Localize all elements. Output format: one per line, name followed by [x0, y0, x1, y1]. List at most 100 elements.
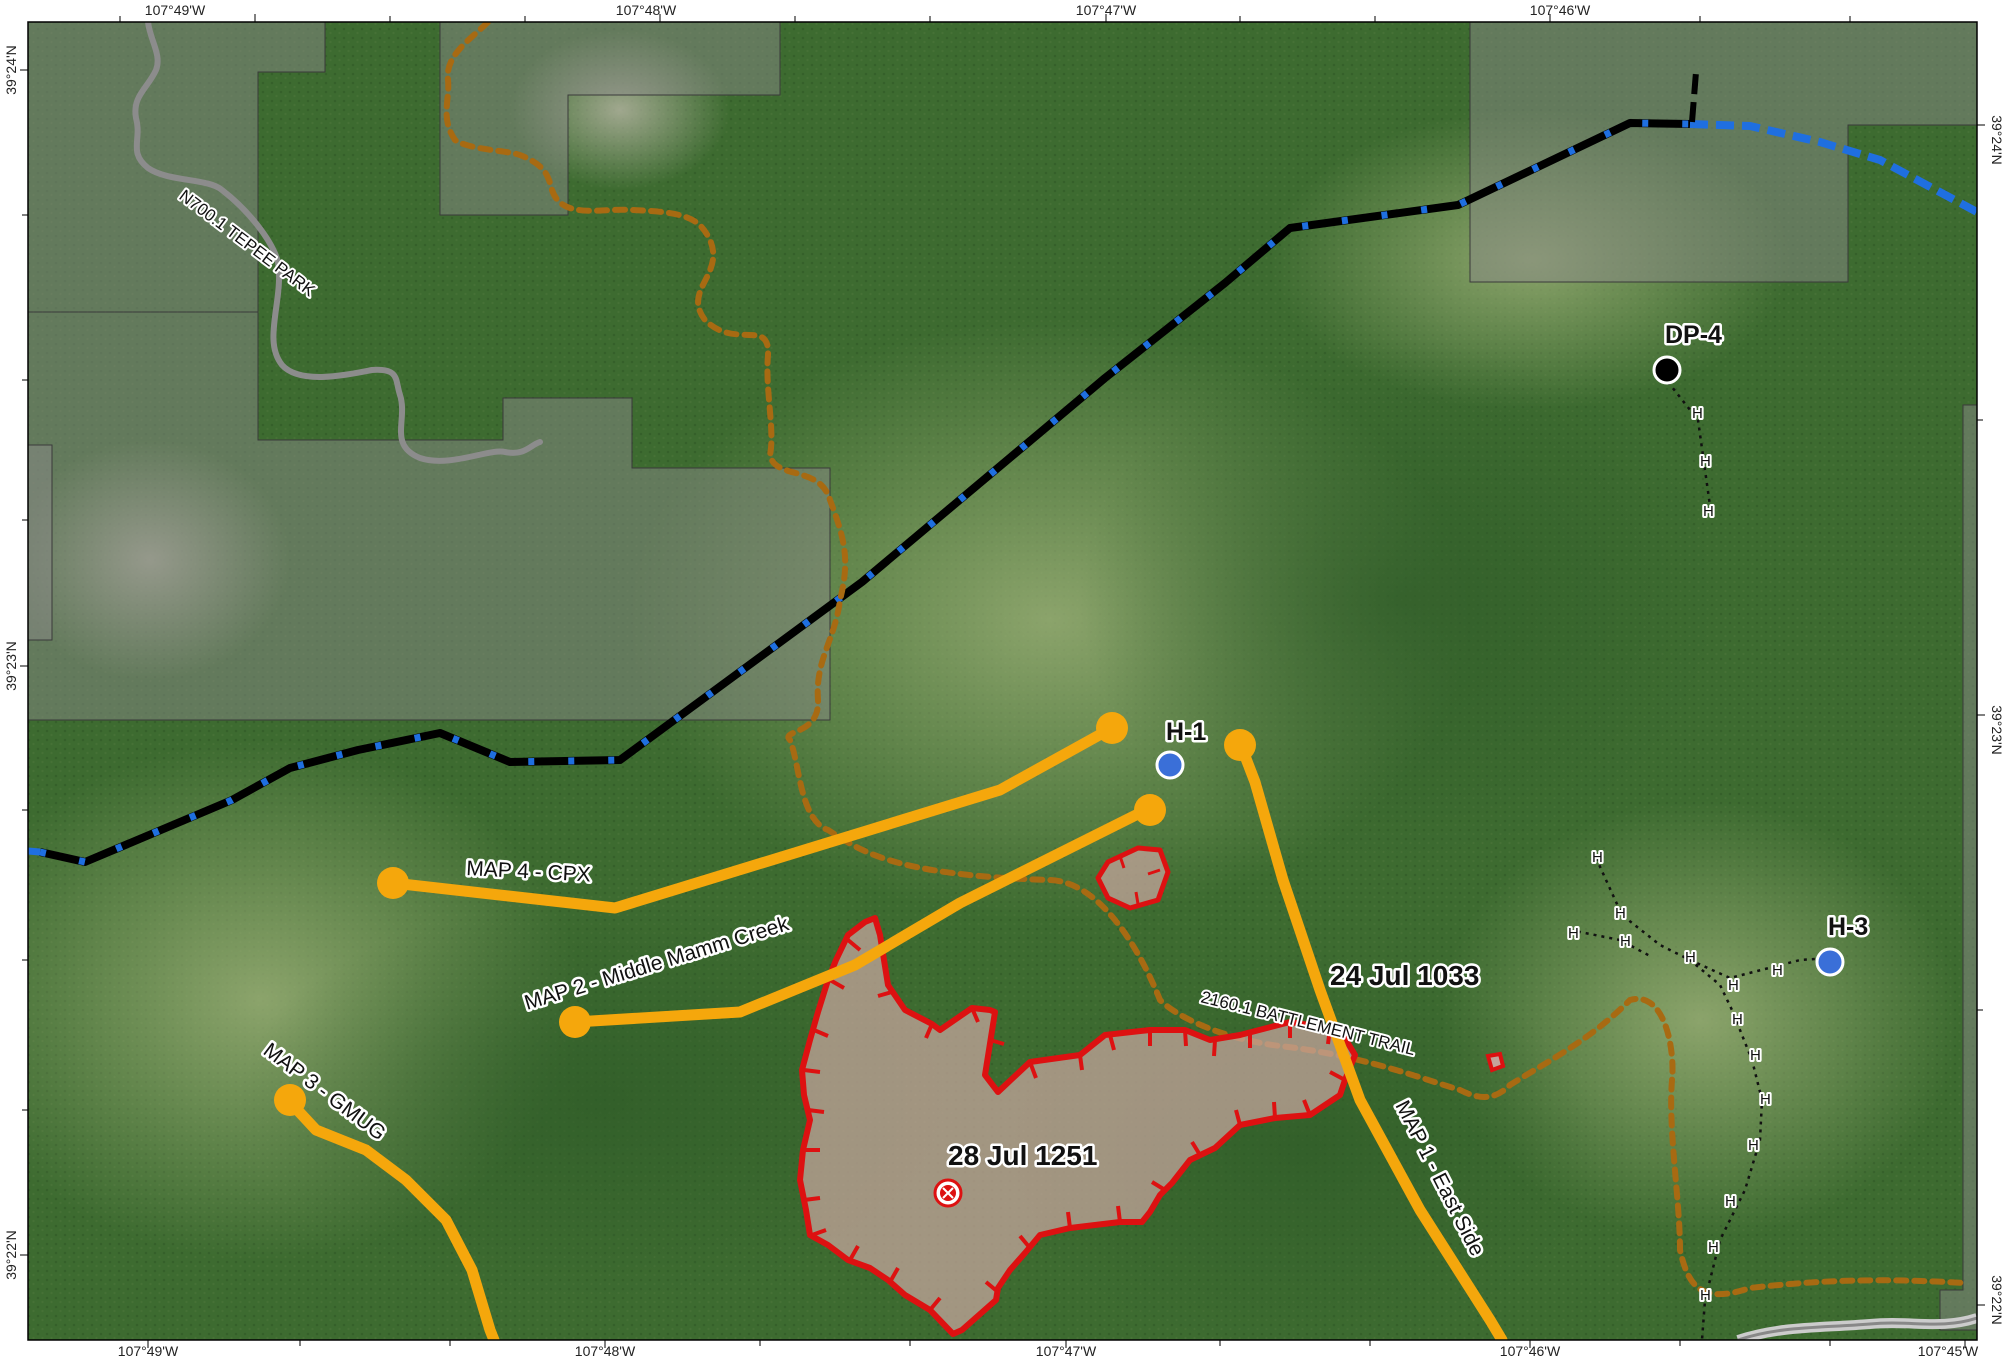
route-layer	[284, 722, 1508, 1340]
fire-spot	[1485, 1051, 1506, 1073]
lon-label-bottom: 107°48'W	[575, 1343, 636, 1359]
fire-tick	[803, 1196, 821, 1202]
fire-tick	[970, 1007, 980, 1023]
tepee-park-road	[132, 22, 543, 464]
handline-layer	[1569, 381, 1831, 1340]
private-land-parcel	[28, 444, 53, 641]
route-endpoint	[274, 1084, 306, 1116]
fire-tick	[807, 1108, 825, 1114]
private-land-parcel	[1939, 404, 1977, 1331]
route-endpoint	[1224, 729, 1256, 761]
graticule-labels: 107°49'W 107°48'W 107°47'W 107°46'W 107°…	[3, 2, 2005, 1359]
fire-tick	[1116, 1205, 1122, 1223]
route-map4	[387, 722, 1118, 914]
graticule-ticks	[20, 14, 1985, 1348]
handline-marker: H	[1592, 849, 1603, 866]
highway-shield-line	[1737, 1316, 1977, 1340]
lat-label-right: 39°22'N	[1989, 1275, 2005, 1325]
fire-tick	[1134, 891, 1140, 905]
map-body: H H H H H H H H H H H H H H H H H	[28, 22, 1977, 1340]
fire-tick	[888, 1267, 900, 1283]
private-land-parcel	[28, 22, 326, 313]
handline	[1689, 956, 1831, 980]
private-land-layer	[28, 22, 1977, 1331]
lon-label-top: 107°49'W	[145, 2, 206, 18]
forest-boundary-blue	[28, 847, 41, 856]
lon-label-bottom: 107°49'W	[118, 1343, 179, 1359]
handline-markers: H H H H H H H H H H H H H H H H H	[1566, 403, 1785, 1306]
fire-tick	[928, 1296, 942, 1312]
battlement-trail-layer	[443, 22, 1968, 1298]
handline	[1569, 928, 1651, 958]
fire-tick	[984, 1280, 1000, 1294]
fire-tick	[1118, 855, 1126, 869]
route-endpoints	[274, 712, 1256, 1116]
forest-area	[1080, 340, 1720, 860]
fire-perimeter-layer	[797, 845, 1506, 1337]
private-land-parcel	[1469, 22, 1977, 283]
fire-origin-cross	[942, 1187, 954, 1199]
handline-marker: H	[1760, 1091, 1771, 1108]
lat-label-left: 39°22'N	[3, 1230, 19, 1280]
boundary-spur	[1689, 71, 1699, 123]
route-endpoint	[377, 867, 409, 899]
fire-tick	[924, 1023, 934, 1039]
fire-tick	[1147, 868, 1161, 876]
fire-tick	[1234, 1109, 1242, 1126]
fire-tick	[1028, 1061, 1038, 1079]
route-endpoint	[559, 1006, 591, 1038]
helispot-label: H-3	[1828, 913, 1868, 941]
fire-tick	[813, 1028, 829, 1038]
lon-label-top: 107°46'W	[1530, 2, 1591, 18]
route-endpoint	[1134, 794, 1166, 826]
drop-point-label: DP-4	[1665, 321, 1722, 349]
fire-date-label-spot: 24 Jul 1033	[1330, 960, 1479, 991]
lat-label-left: 39°23'N	[3, 641, 19, 691]
fire-perimeter-north-ticks	[1118, 855, 1161, 905]
fire-origin[interactable]	[933, 1178, 963, 1208]
handline-marker: H	[1725, 1193, 1736, 1210]
handline-marker: H	[1692, 405, 1703, 422]
lon-label-bottom: 107°45'W	[1918, 1343, 1979, 1359]
handline-marker: H	[1703, 503, 1714, 520]
private-land-parcel	[439, 22, 781, 216]
fire-tick	[1190, 1140, 1202, 1157]
lat-label-right: 39°24'N	[1989, 115, 2005, 165]
fire-tick	[1066, 1211, 1072, 1229]
route-map3	[284, 1096, 500, 1340]
fire-tick	[846, 938, 862, 952]
drop-point-marker[interactable]	[1652, 355, 1682, 385]
fire-tick	[1212, 1039, 1217, 1057]
handline-marker: H	[1685, 949, 1696, 966]
lat-label-left: 39°24'N	[3, 45, 19, 95]
fire-tick	[1302, 1099, 1312, 1116]
route-endpoint	[1096, 712, 1128, 744]
fire-tick	[1183, 1029, 1188, 1047]
forest-boundary-blue	[1689, 120, 1977, 216]
handline-marker: H	[1748, 1137, 1759, 1154]
lon-label-bottom: 107°46'W	[1500, 1343, 1561, 1359]
handline-marker: H	[1772, 962, 1783, 979]
handline	[1667, 381, 1714, 521]
helispot-h3[interactable]: H-3	[1815, 911, 1871, 977]
map-border	[27, 21, 1978, 1341]
handline-marker: H	[1700, 1287, 1711, 1304]
fire-tick	[877, 990, 893, 998]
fire-tick	[803, 1068, 821, 1074]
handline-marker: H	[1700, 453, 1711, 470]
helispot-h1[interactable]: H-1	[1155, 716, 1209, 780]
fire-tick	[848, 1245, 860, 1261]
handline-marker: H	[1620, 933, 1631, 950]
helispot-marker[interactable]	[1815, 947, 1845, 977]
handline-marker: H	[1708, 1239, 1719, 1256]
lon-label-top: 107°47'W	[1076, 2, 1137, 18]
fire-perimeter-main	[797, 915, 1358, 1337]
handline-marker: H	[1732, 1011, 1743, 1028]
lat-label-right: 39°23'N	[1989, 705, 2005, 755]
drop-point-dp4[interactable]: DP-4	[1652, 319, 1725, 385]
fire-tick	[1078, 1054, 1084, 1071]
forest-boundary-line	[39, 119, 1691, 866]
helispot-marker[interactable]	[1155, 750, 1185, 780]
